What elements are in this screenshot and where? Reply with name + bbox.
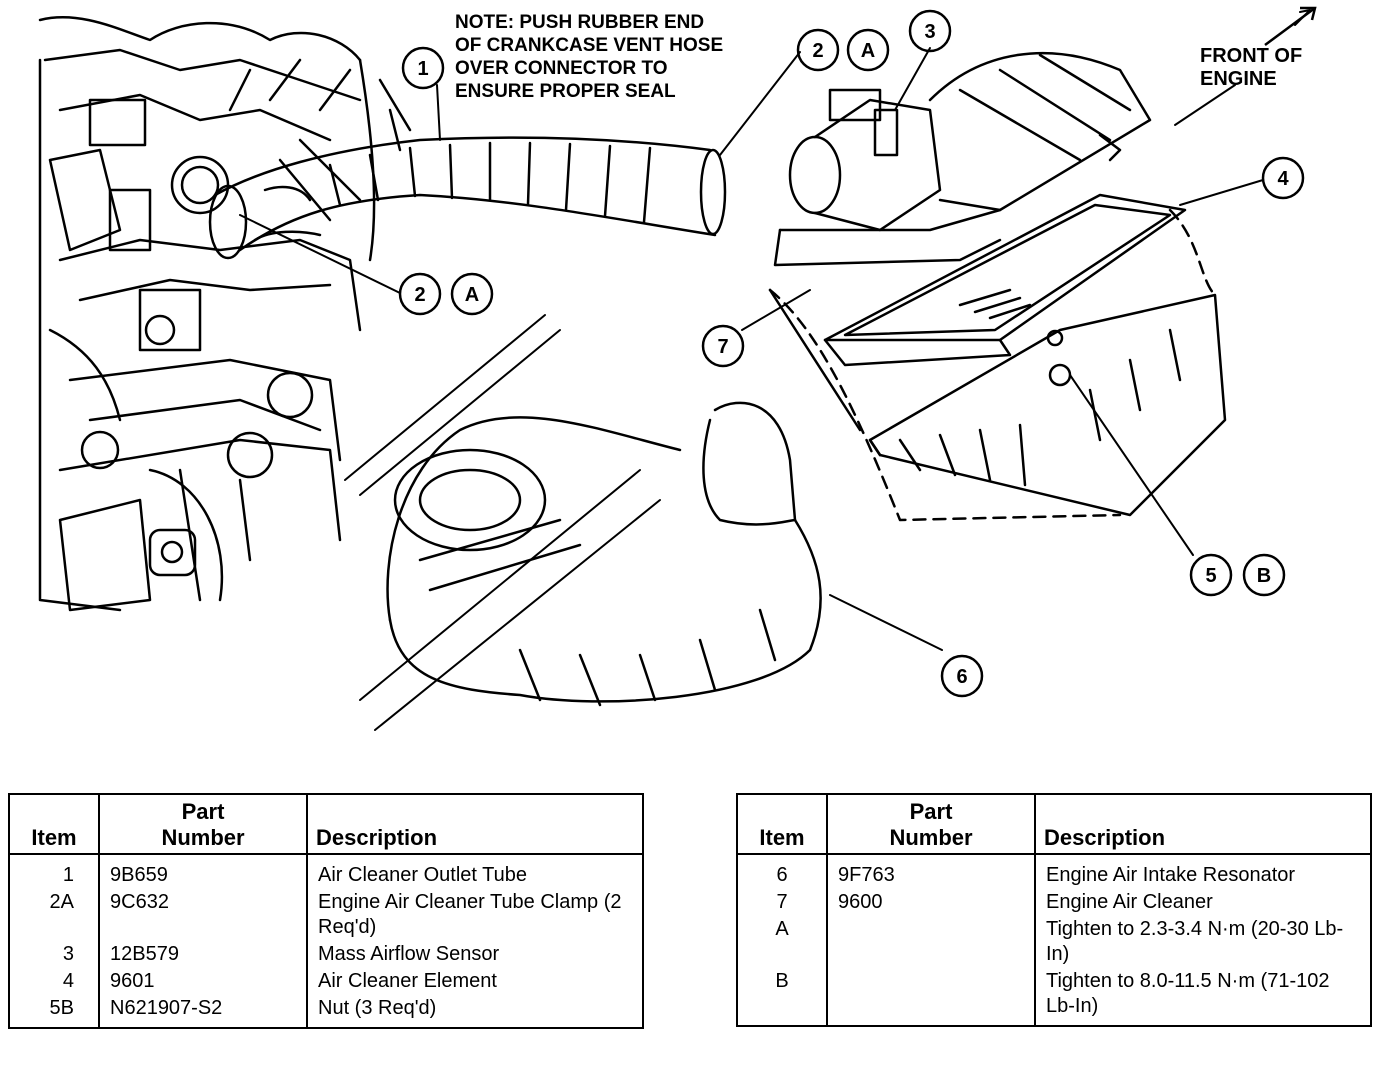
leader-lines [239, 9, 1311, 651]
note-line-4: ENSURE PROPER SEAL [455, 81, 676, 102]
table-row: 3 12B579 Mass Airflow Sensor [9, 941, 643, 968]
callout-circles [398, 9, 1305, 698]
header-part-line1: Part [181, 799, 225, 824]
cell-item: A [737, 916, 828, 968]
front-of-engine-label: FRONT OF ENGINE [1200, 45, 1302, 90]
callout-b: B [1257, 565, 1271, 587]
header-item: Item [9, 794, 100, 855]
front-line-2: ENGINE [1200, 68, 1277, 90]
table-header-row: Item Part Number Description [737, 794, 1371, 855]
header-part-line1: Part [909, 799, 953, 824]
callout-5: 5 [1205, 565, 1216, 587]
engine-drawing [38, 16, 412, 612]
header-part-number: Part Number [99, 794, 308, 855]
callout-2-mid: 2 [414, 284, 425, 306]
callout-7: 7 [717, 336, 728, 358]
parts-table-left: Item Part Number Description 1 9B659 Air… [8, 793, 644, 1029]
exploded-view-illustration: 1 2 A 3 4 2 A 7 5 B 6 NOTE: PUSH RUBBER … [38, 6, 1317, 731]
front-line-1: FRONT OF [1200, 45, 1302, 67]
header-description: Description [307, 794, 643, 855]
maf-sensor-drawing [788, 88, 942, 232]
callout-2-top: 2 [812, 40, 823, 62]
note-block: NOTE: PUSH RUBBER END OF CRANKCASE VENT … [455, 12, 723, 102]
table-row: 6 9F763 Engine Air Intake Resonator [737, 854, 1371, 889]
cell-desc: Tighten to 8.0-11.5 N·m (71-102 Lb-In) [1046, 970, 1330, 1017]
cell-part: 9B659 [99, 854, 308, 889]
air-cleaner-cover-drawing [773, 51, 1152, 267]
cell-part [827, 916, 1036, 968]
cell-item: 7 [737, 889, 828, 916]
header-part-number: Part Number [827, 794, 1036, 855]
cell-desc: Engine Air Cleaner [1046, 891, 1213, 913]
parts-table-right: Item Part Number Description 6 9F763 Eng… [736, 793, 1372, 1027]
header-description: Description [1035, 794, 1371, 855]
callout-6: 6 [956, 666, 967, 688]
cell-part: 9C632 [99, 889, 308, 941]
cell-item: 5B [9, 995, 100, 1028]
cell-desc: Tighten to 2.3-3.4 N·m (20-30 Lb-In) [1046, 918, 1344, 965]
cell-desc: Air Cleaner Outlet Tube [318, 864, 527, 886]
cell-item: 2A [9, 889, 100, 941]
header-part-line2: Number [889, 825, 973, 850]
outlet-tube-drawing [208, 136, 727, 260]
table-row: B Tighten to 8.0-11.5 N·m (71-102 Lb-In) [737, 968, 1371, 1026]
hatch-lines [344, 314, 661, 731]
cell-part: 12B579 [99, 941, 308, 968]
air-cleaner-tray-drawing [768, 208, 1227, 522]
table-row: 5B N621907-S2 Nut (3 Req'd) [9, 995, 643, 1028]
table-row: A Tighten to 2.3-3.4 N·m (20-30 Lb-In) [737, 916, 1371, 968]
note-line-3: OVER CONNECTOR TO [455, 58, 668, 79]
cell-part: 9600 [827, 889, 1036, 916]
cell-desc: Nut (3 Req'd) [318, 997, 437, 1019]
table-row: 1 9B659 Air Cleaner Outlet Tube [9, 854, 643, 889]
cell-part [827, 968, 1036, 1026]
cell-desc: Mass Airflow Sensor [318, 943, 500, 965]
resonator-drawing [386, 401, 822, 707]
cell-item: 1 [9, 854, 100, 889]
callout-1: 1 [417, 58, 428, 80]
cell-desc: Air Cleaner Element [318, 970, 497, 992]
cell-item: 6 [737, 854, 828, 889]
cell-item: 3 [9, 941, 100, 968]
cell-part: 9601 [99, 968, 308, 995]
table-header-row: Item Part Number Description [9, 794, 643, 855]
callout-4: 4 [1277, 168, 1289, 190]
table-row: 7 9600 Engine Air Cleaner [737, 889, 1371, 916]
note-line-1: NOTE: PUSH RUBBER END [455, 12, 704, 33]
callout-a-top: A [861, 40, 875, 62]
table-row: 2A 9C632 Engine Air Cleaner Tube Clamp (… [9, 889, 643, 941]
callout-a-mid: A [465, 284, 479, 306]
note-line-2: OF CRANKCASE VENT HOSE [455, 35, 723, 56]
header-part-line2: Number [161, 825, 245, 850]
cell-part: N621907-S2 [99, 995, 308, 1028]
callout-3: 3 [924, 21, 935, 43]
table-row: 4 9601 Air Cleaner Element [9, 968, 643, 995]
air-cleaner-element-drawing [823, 193, 1187, 367]
cell-item: B [737, 968, 828, 1026]
front-arrow-icon [1264, 6, 1317, 47]
cell-desc: Engine Air Intake Resonator [1046, 864, 1296, 886]
header-item: Item [737, 794, 828, 855]
cell-item: 4 [9, 968, 100, 995]
cell-part: 9F763 [827, 854, 1036, 889]
cell-desc: Engine Air Cleaner Tube Clamp (2 Req'd) [318, 891, 622, 938]
